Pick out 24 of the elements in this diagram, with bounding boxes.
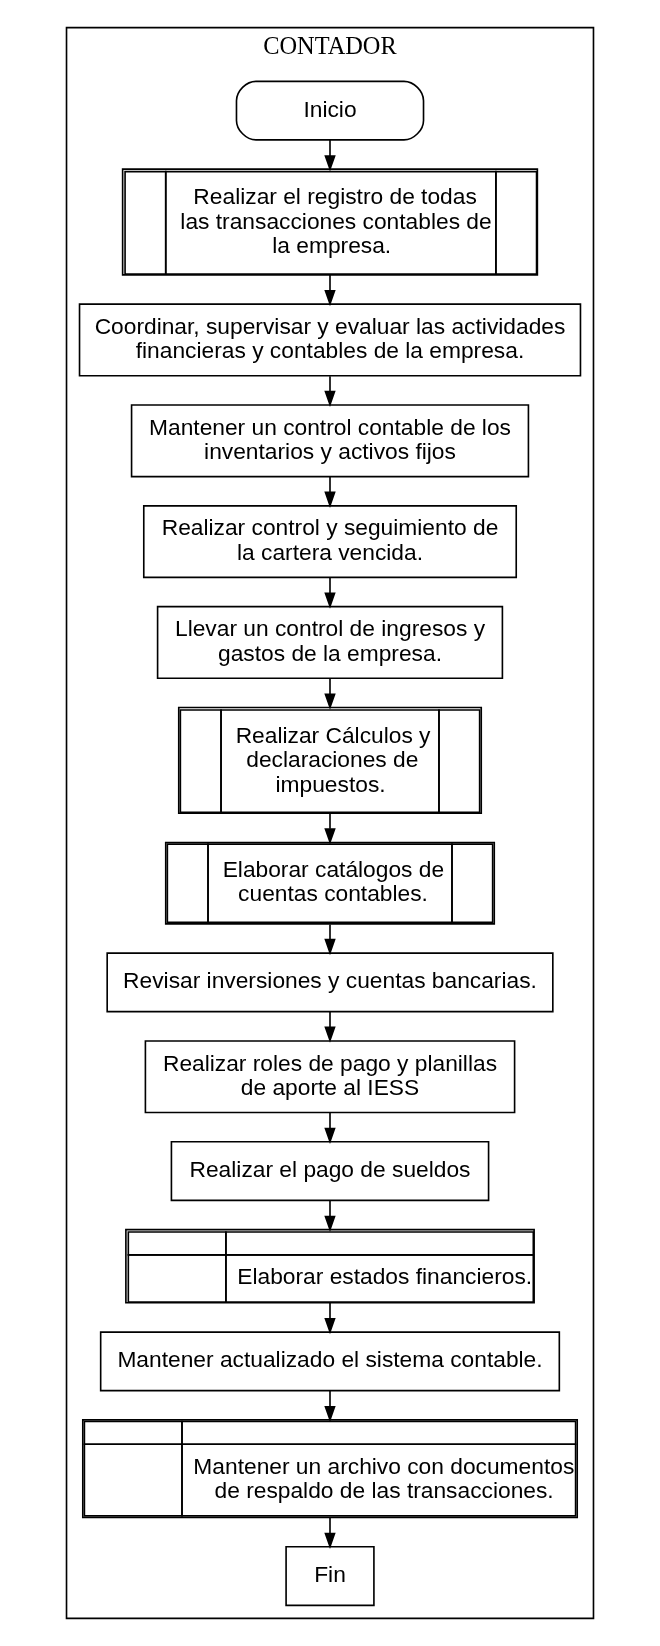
node-box: Mantener actualizado el sistema contable. (99, 1331, 561, 1392)
arrow (324, 274, 336, 307)
node-box: Fin (285, 1545, 375, 1607)
arrow (324, 1302, 336, 1335)
arrow (324, 812, 336, 845)
arrow (324, 139, 336, 172)
arrow (324, 1111, 336, 1144)
arrow (324, 577, 336, 609)
node-box: Llevar un control de ingresos y gastos de la empresa. (156, 605, 504, 680)
node-box: Inicio (235, 80, 425, 141)
arrow (324, 476, 336, 508)
node-box: Realizar el pago de sueldos (170, 1140, 490, 1202)
arrow (324, 1011, 336, 1043)
node-box: Realizar control y seguimiento de la cartera vencida. (142, 505, 518, 579)
arrow (324, 1516, 336, 1549)
node-box: Mantener un control contable de los inventarios y activos fijos (130, 404, 530, 478)
node-box: Realizar roles de pago y planillas de aporte al IESS (144, 1040, 516, 1114)
arrow (324, 1390, 336, 1423)
node-box: Coordinar, supervisar y evaluar las actividades financieras y contables de la empresa. (78, 303, 582, 377)
arrow (324, 923, 336, 956)
arrow (324, 1199, 336, 1232)
arrow (324, 375, 336, 408)
arrow (324, 677, 336, 710)
node-box: Revisar inversiones y cuentas bancarias. (106, 952, 554, 1013)
